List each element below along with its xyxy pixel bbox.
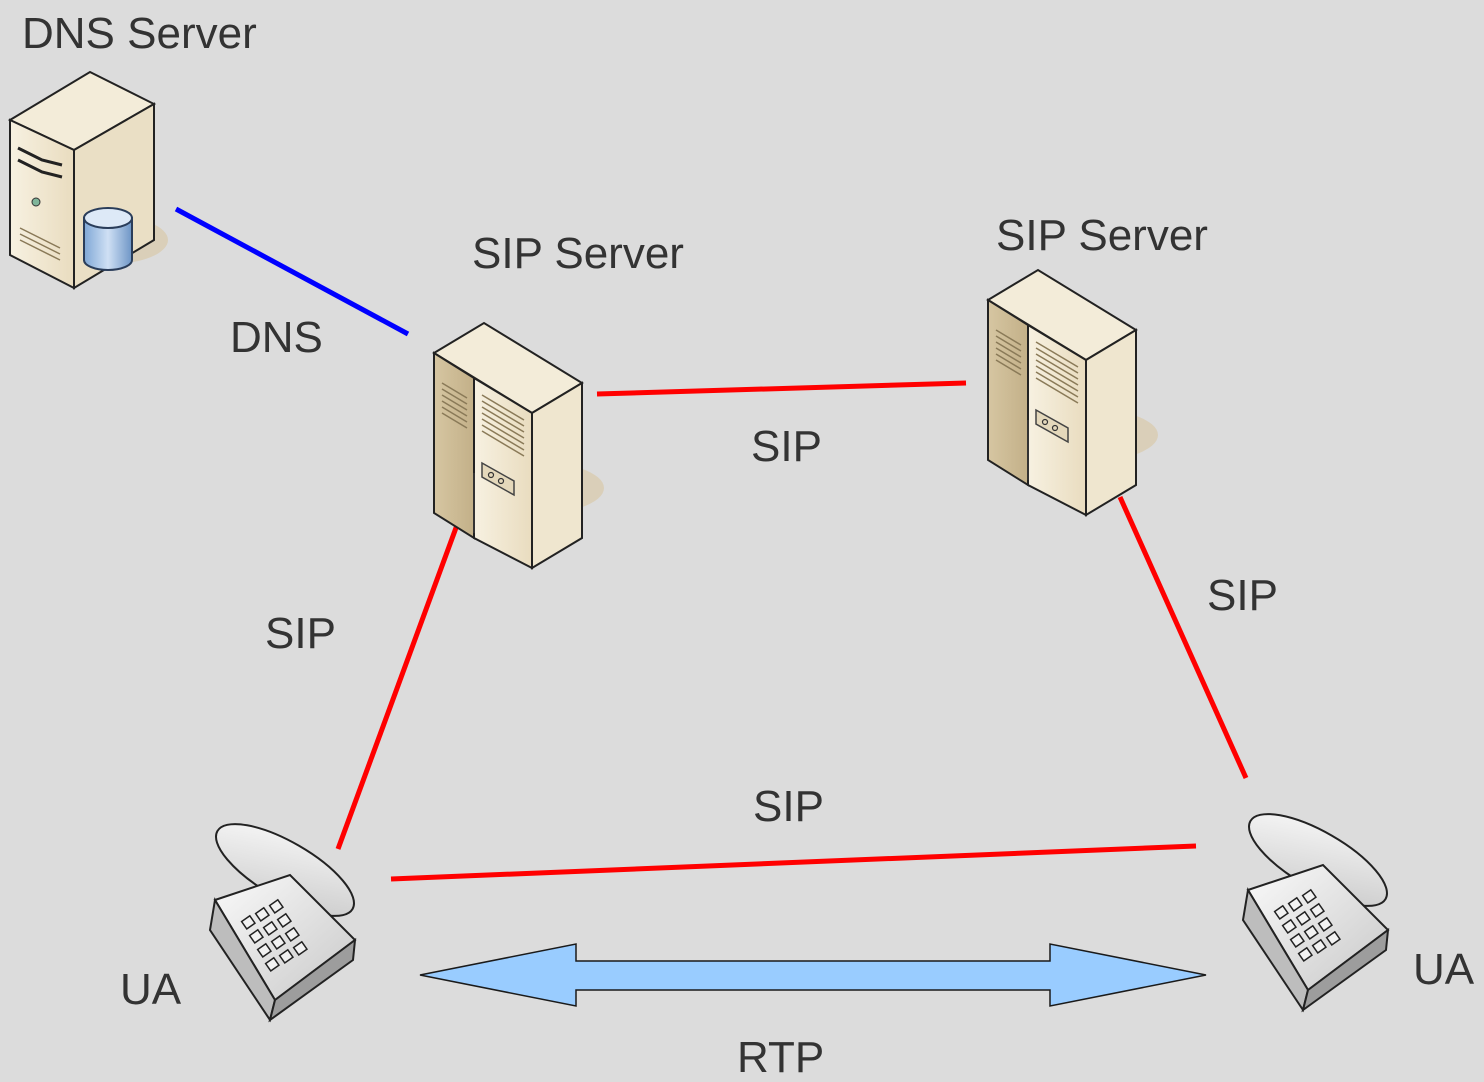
sip-left-link-line [335, 505, 467, 850]
desk-phone-icon [1235, 795, 1401, 1011]
sip-server-left-label: SIP Server [472, 229, 684, 278]
database-server-icon [7, 70, 168, 290]
sip-right-link-label: SIP [1207, 571, 1278, 620]
ua-left-label: UA [120, 965, 182, 1014]
sip-ua-link-label: SIP [753, 782, 824, 831]
rtp-double-arrow [419, 943, 1207, 1007]
server-tower-icon [433, 322, 605, 569]
sip-right-link-line [1117, 495, 1249, 780]
ua-right-label: UA [1413, 945, 1475, 994]
server-tower-icon [987, 269, 1159, 516]
sip-left-link-label: SIP [265, 609, 336, 658]
sip-ua-link-line [390, 843, 1197, 882]
dns-link-line [174, 206, 410, 337]
sip-server-right-label: SIP Server [996, 211, 1208, 260]
sip-servers-link-line [596, 380, 967, 397]
rtp-link-label: RTP [737, 1033, 825, 1082]
dns-link-label: DNS [230, 313, 323, 362]
sip-servers-link-label: SIP [751, 422, 822, 471]
dns-server-label: DNS Server [22, 9, 257, 58]
